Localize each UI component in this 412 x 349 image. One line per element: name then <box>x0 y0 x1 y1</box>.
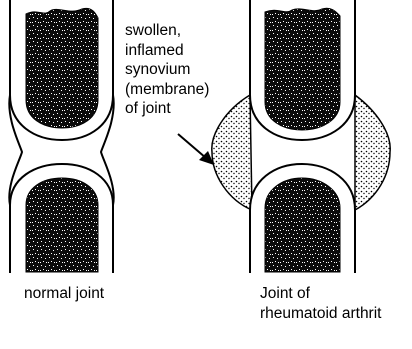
normal-upper-marrow <box>26 8 98 128</box>
rheumatoid-lower-marrow <box>265 178 340 272</box>
annotation-line: swollen, <box>125 21 209 41</box>
normal-joint <box>9 0 113 273</box>
caption-line: Joint of <box>260 284 381 304</box>
synovium-annotation: swollen, inflamed synovium (membrane) of… <box>125 21 209 119</box>
caption-line: rheumatoid arthrit <box>260 304 381 324</box>
annotation-line: (membrane) <box>125 80 209 100</box>
rheumatoid-joint-caption: Joint of rheumatoid arthrit <box>260 284 381 323</box>
rheumatoid-joint <box>212 0 390 273</box>
arrow-right-icon <box>178 134 214 165</box>
annotation-line: of joint <box>125 99 209 119</box>
annotation-line: inflamed <box>125 41 209 61</box>
normal-lower-marrow <box>26 178 98 272</box>
rheumatoid-upper-marrow <box>265 8 340 130</box>
annotation-line: synovium <box>125 60 209 80</box>
swollen-synovium-right <box>355 95 390 210</box>
swollen-synovium <box>212 95 252 210</box>
normal-joint-caption: normal joint <box>24 284 104 304</box>
